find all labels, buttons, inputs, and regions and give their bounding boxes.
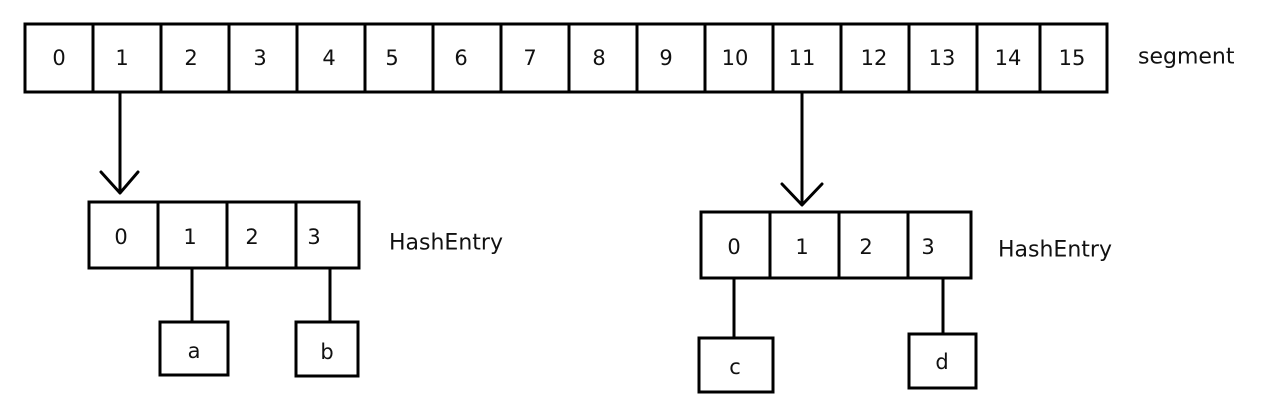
segment-cell-8: 8 [567,22,639,94]
node-a: a [158,320,230,377]
segment-cell-3: 3 [227,22,299,94]
hashentry-cell-3: 3 [294,200,361,270]
segment-cell-0: 0 [23,22,95,94]
segment-cell-10: 10 [703,22,775,94]
hashentry-table-left: 0 1 2 3 [87,200,361,270]
hashentry-cell-label: 3 [921,235,934,259]
segment-cell-label: 9 [659,46,672,70]
arrow-segment-1-to-hashentry [99,90,140,195]
hashentry-cell-0: 0 [699,210,772,280]
segment-cell-label: 1 [115,46,128,70]
node-label: b [320,340,333,364]
hashentry-cell-1: 1 [156,200,229,270]
hashentry-label-right: HashEntry [998,238,1112,263]
node-label: d [935,350,948,374]
node-label: c [729,355,741,379]
segment-cell-label: 14 [995,46,1022,70]
hashentry-cell-label: 1 [795,235,808,259]
hashentry-cell-label: 0 [727,235,740,259]
segment-cell-label: 8 [592,46,605,70]
segment-cell-2: 2 [159,22,231,94]
segment-cell-label: 15 [1059,46,1086,70]
node-d: d [907,332,978,390]
segment-cell-7: 7 [499,22,571,94]
segment-cell-label: 10 [722,46,749,70]
segment-cell-label: 2 [184,46,197,70]
segment-cell-label: 13 [929,46,956,70]
segment-cell-label: 3 [253,46,266,70]
segment-cell-6: 6 [431,22,503,94]
node-b: b [294,320,360,378]
hashentry-cell-2: 2 [225,200,298,270]
segment-cell-9: 9 [635,22,707,94]
hashentry-cell-1: 1 [768,210,841,280]
node-label: a [188,339,201,363]
segment-cell-13: 13 [907,22,979,94]
segment-array: 0 1 2 3 4 5 6 7 [23,22,1109,94]
segment-cell-label: 7 [523,46,536,70]
node-c: c [697,336,775,394]
segment-cell-label: 0 [52,46,65,70]
segment-cell-11: 11 [771,22,843,94]
arrow-segment-11-to-hashentry [780,90,824,207]
segment-cell-5: 5 [363,22,435,94]
hashentry-cell-label: 1 [183,225,196,249]
segment-label: segment [1138,45,1235,70]
segment-cell-14: 14 [975,22,1042,94]
hashentry-cell-2: 2 [837,210,910,280]
segment-cell-label: 6 [454,46,467,70]
hashentry-cell-3: 3 [906,210,973,280]
hashentry-cell-label: 3 [307,225,320,249]
segment-cell-label: 5 [385,46,398,70]
segment-cell-4: 4 [295,22,367,94]
segment-cell-label: 11 [789,46,816,70]
hashentry-label-left: HashEntry [389,231,503,256]
segment-cell-15: 15 [1038,22,1109,94]
segment-cell-1: 1 [91,22,163,94]
hashentry-cell-label: 2 [245,225,258,249]
hashentry-table-right: 0 1 2 3 [699,210,973,280]
hashentry-cell-label: 2 [859,235,872,259]
segment-cell-label: 4 [322,46,335,70]
hashentry-cell-0: 0 [87,200,160,270]
segment-cell-label: 12 [861,46,888,70]
hashentry-cell-label: 0 [114,225,127,249]
segment-cell-12: 12 [839,22,911,94]
